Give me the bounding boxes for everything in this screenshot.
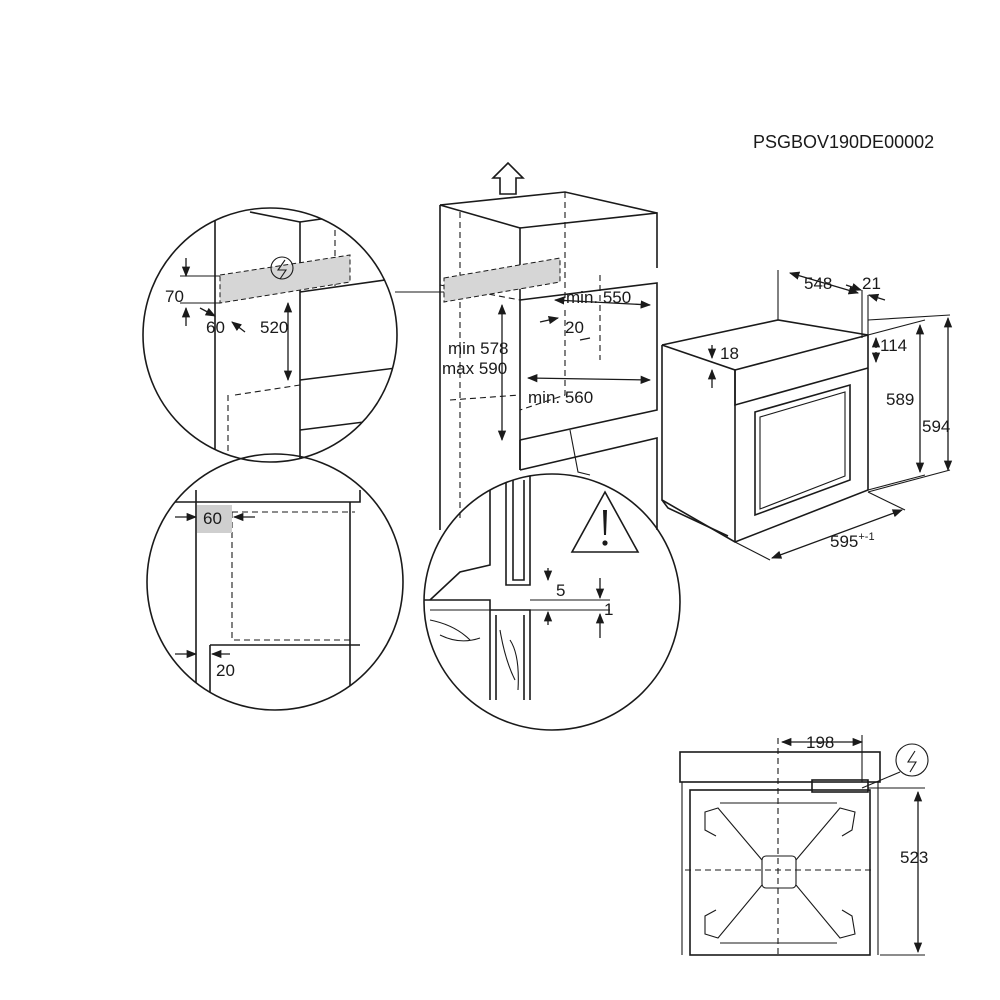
label-20-side: 20	[216, 661, 235, 680]
label-114: 114	[880, 336, 907, 355]
oven-top-view: 198 523	[679, 733, 929, 956]
oven-unit: 548 21 114 18 589 594 595+-1	[661, 270, 953, 561]
arrow-up-icon	[491, 161, 525, 195]
label-198: 198	[806, 733, 834, 752]
label-max-590: max 590	[442, 359, 507, 378]
label-1: 1	[604, 600, 613, 619]
label-60-side: 60	[203, 509, 222, 528]
label-70: 70	[165, 287, 184, 306]
label-min-578: min 578	[448, 339, 508, 358]
document-code: PSGBOV190DE00002	[753, 132, 934, 152]
label-520: 520	[260, 318, 288, 337]
label-595-tolerance: +-1	[858, 531, 874, 543]
warning-triangle-icon	[570, 490, 640, 553]
detail-floor: 5 1	[423, 473, 681, 731]
label-5: 5	[556, 581, 565, 600]
cabinet-niche: min. 550 20 min 578 max 590 min. 560	[395, 161, 658, 530]
label-21: 21	[862, 274, 881, 293]
label-523: 523	[900, 848, 928, 867]
detail-side: 60 20	[146, 453, 404, 711]
label-20-cabinet: 20	[565, 318, 584, 337]
label-60-top: 60	[206, 318, 225, 337]
detail-top-left: 70 60 520	[142, 207, 398, 463]
label-18: 18	[720, 344, 739, 363]
label-594: 594	[922, 417, 950, 436]
electric-connection-icon-top	[906, 750, 917, 773]
label-589: 589	[886, 390, 914, 409]
label-595: 595+-1	[830, 531, 875, 551]
electric-connection-icon	[276, 259, 288, 280]
label-min-550: min. 550	[566, 288, 631, 307]
label-548: 548	[804, 274, 832, 293]
label-595-value: 595	[830, 532, 858, 551]
label-min-560: min. 560	[528, 388, 593, 407]
